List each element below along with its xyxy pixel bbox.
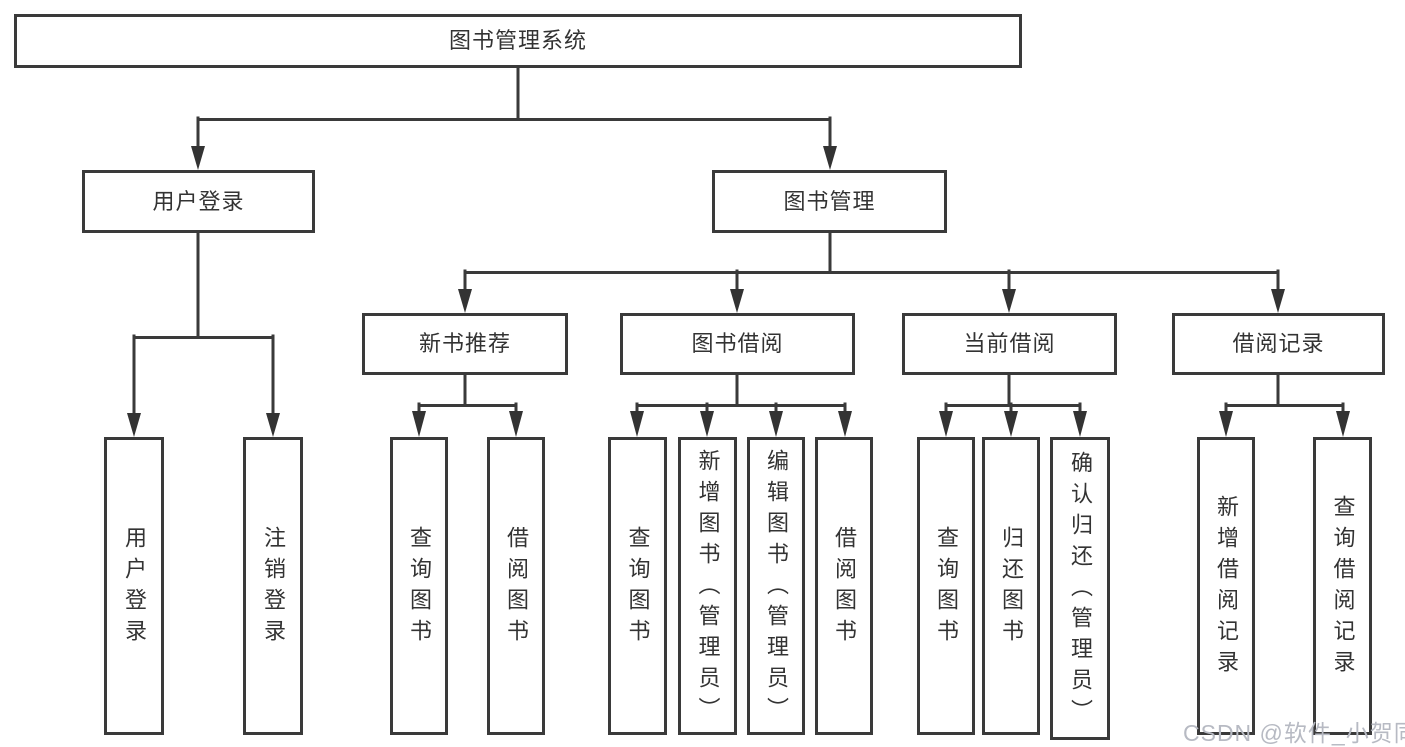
leaf-bb-add-books-admin: 新增图书（管理员） bbox=[678, 437, 737, 735]
connector-book-borrow-to-children bbox=[630, 373, 852, 437]
connector-new-book-rec-to-children bbox=[412, 373, 523, 437]
leaf-nbr-query-books: 查询图书 bbox=[390, 437, 448, 735]
node-user-login: 用户登录 bbox=[82, 170, 315, 233]
leaf-logout: 注销登录 bbox=[243, 437, 303, 735]
leaf-bb-borrow-books: 借阅图书 bbox=[815, 437, 873, 735]
node-borrow-records: 借阅记录 bbox=[1172, 313, 1385, 375]
leaf-nbr-borrow-books: 借阅图书 bbox=[487, 437, 545, 735]
node-current-borrow: 当前借阅 bbox=[902, 313, 1117, 375]
connector-book-mgmt-to-level3 bbox=[458, 231, 1285, 313]
node-book-mgmt: 图书管理 bbox=[712, 170, 947, 233]
leaf-cb-confirm-return-admin: 确认归还（管理员） bbox=[1050, 437, 1110, 740]
connector-borrow-records-to-children bbox=[1219, 373, 1350, 437]
csdn-watermark: CSDN @软件_小贺同学 bbox=[1183, 720, 1405, 746]
node-book-borrow: 图书借阅 bbox=[620, 313, 855, 375]
leaf-cb-return-books: 归还图书 bbox=[982, 437, 1040, 735]
node-new-book-rec: 新书推荐 bbox=[362, 313, 568, 375]
leaf-br-query-record: 查询借阅记录 bbox=[1313, 437, 1372, 735]
node-root: 图书管理系统 bbox=[14, 14, 1022, 68]
leaf-bb-edit-books-admin: 编辑图书（管理员） bbox=[747, 437, 805, 735]
connector-root-to-level2 bbox=[191, 66, 837, 170]
leaf-cb-query-books: 查询图书 bbox=[917, 437, 975, 735]
leaf-user-login: 用户登录 bbox=[104, 437, 164, 735]
leaf-bb-query-books: 查询图书 bbox=[608, 437, 667, 735]
connector-current-borrow-to-children bbox=[939, 373, 1087, 437]
leaf-br-add-record: 新增借阅记录 bbox=[1197, 437, 1255, 735]
connector-user-login-to-children bbox=[127, 231, 280, 437]
